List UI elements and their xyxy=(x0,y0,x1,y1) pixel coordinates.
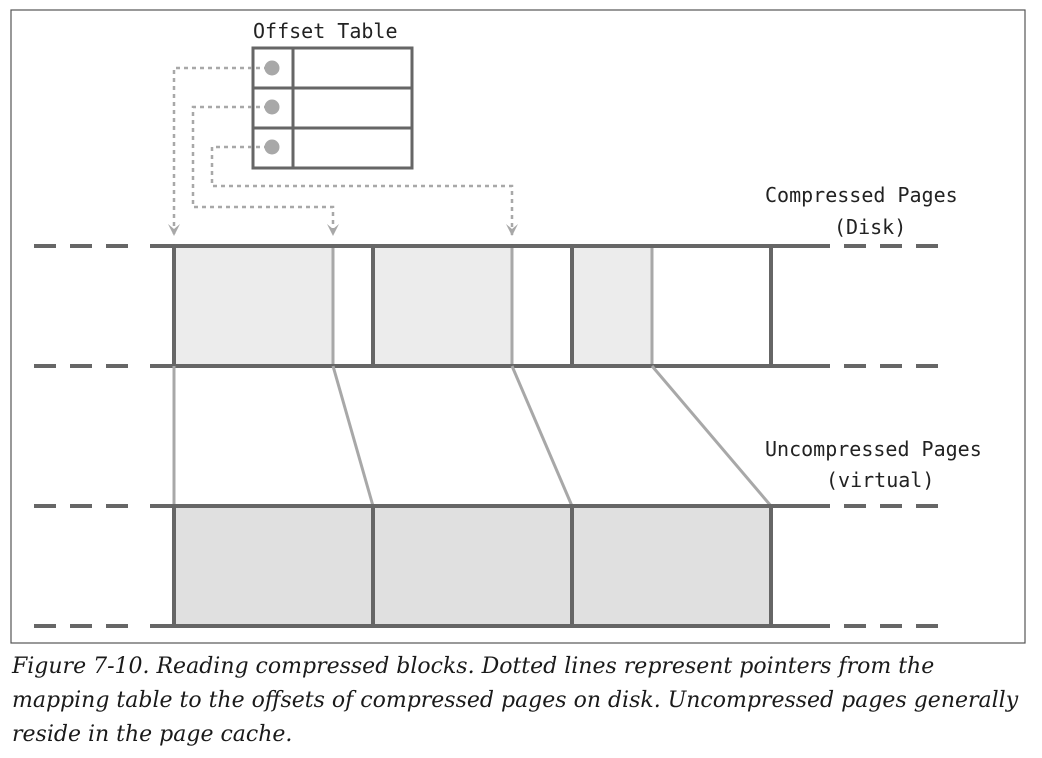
figure-caption: Figure 7-10. Reading compressed blocks. … xyxy=(12,654,1019,747)
uncompressed-pages-row xyxy=(34,504,946,628)
mapping-line xyxy=(510,365,574,507)
uncompressed-block xyxy=(373,506,572,626)
offset-table-label: Offset Table xyxy=(253,19,398,43)
pointer-dot xyxy=(264,60,280,76)
pointer-line-2 xyxy=(191,105,339,236)
compressed-block xyxy=(572,246,652,366)
mapping-lines xyxy=(172,365,773,507)
pointer-dot xyxy=(264,139,280,155)
uncompressed-block xyxy=(572,506,771,626)
mapping-line xyxy=(331,365,375,507)
uncompressed-pages-sublabel: (virtual) xyxy=(826,468,934,492)
compressed-pages-label: Compressed Pages xyxy=(765,183,958,207)
uncompressed-pages-label: Uncompressed Pages xyxy=(765,437,982,461)
offset-table xyxy=(251,46,414,170)
pointer-arrows xyxy=(168,66,518,236)
compressed-pages-row xyxy=(34,244,946,368)
pointer-dots xyxy=(264,60,280,155)
pointer-line-3 xyxy=(210,145,518,236)
uncompressed-block xyxy=(174,506,373,626)
compressed-block xyxy=(174,246,333,366)
compressed-pages-sublabel: (Disk) xyxy=(834,215,906,239)
pointer-dot xyxy=(264,99,280,115)
compressed-block xyxy=(373,246,512,366)
mapping-line xyxy=(650,365,773,507)
offset-table-border xyxy=(251,46,414,170)
